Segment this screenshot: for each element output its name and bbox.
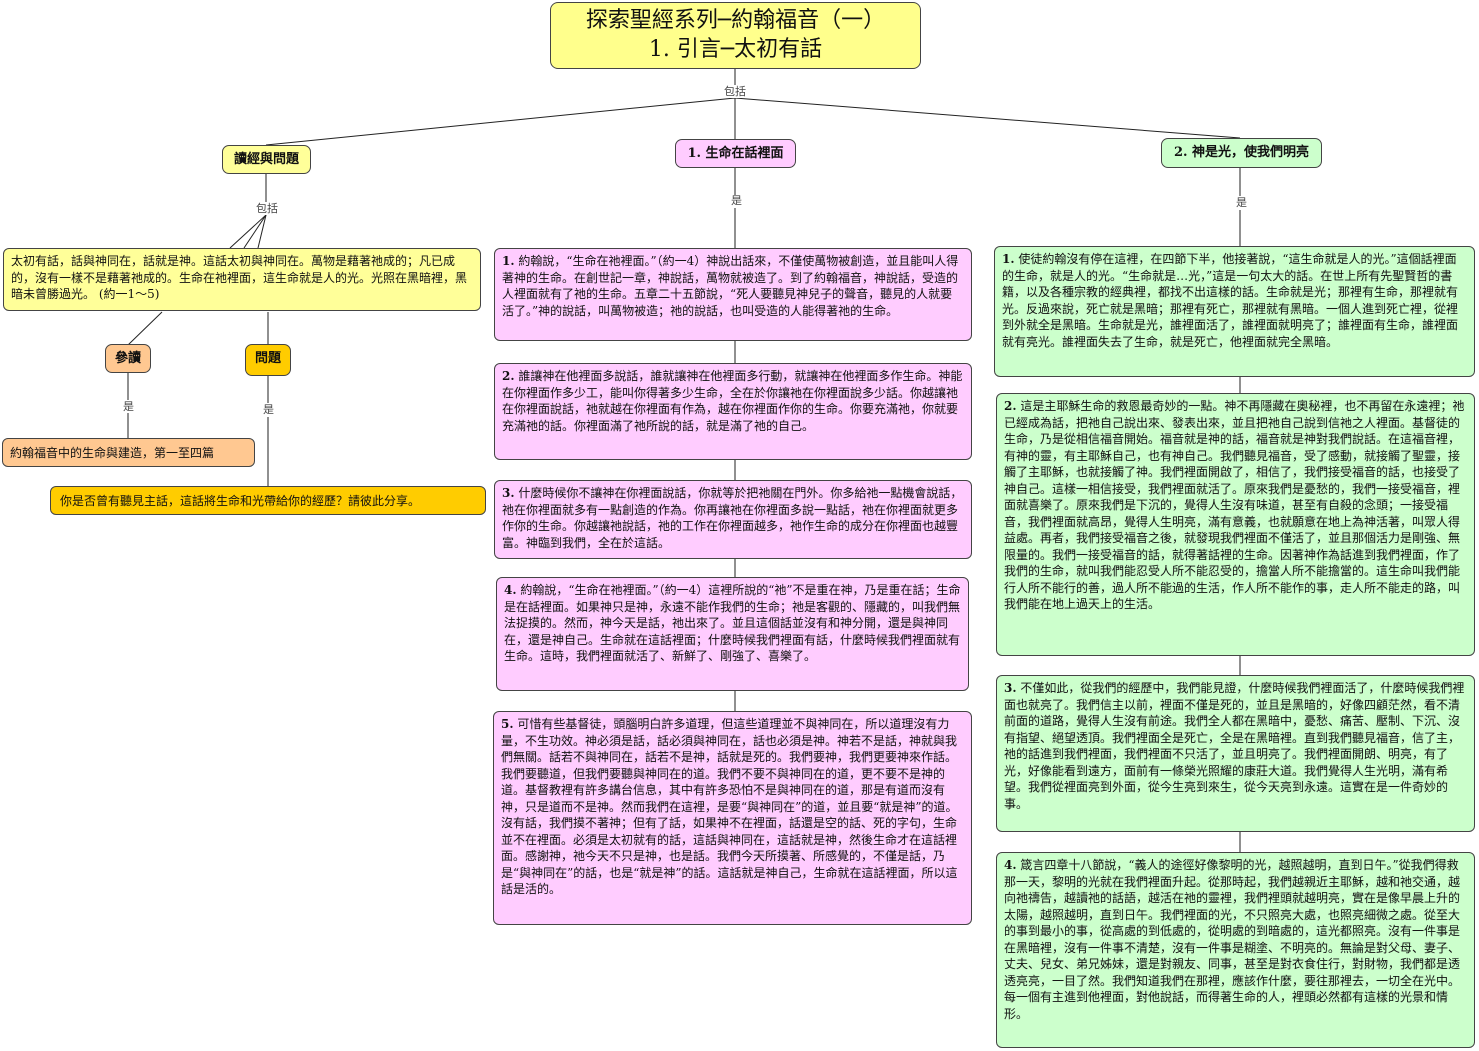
wenti-question-text: 你是否曾有聽見主話，這話將生命和光帶給你的經歷？請彼此分享。	[60, 494, 421, 508]
cansan-node[interactable]: 參讀	[105, 344, 151, 373]
middle-item-5[interactable]: 5. 可惜有些基督徒，頭腦明白許多道理，但這些道理並不與神同在，所以道理沒有力量…	[493, 711, 972, 925]
root-title[interactable]: 探索聖經系列─約翰福音（一） 1. 引言─太初有話	[550, 2, 921, 69]
right-item-1-text: 使徒約翰沒有停在這裡，在四節下半，他接著說，“這生命就是人的光。”這個話裡面的生…	[1002, 252, 1459, 349]
right-item-1-num: 1.	[1002, 252, 1015, 266]
middle-item-4[interactable]: 4. 約翰說，“生命在祂裡面。”（約一4）這裡所說的“祂”不是重在神，乃是重在話…	[496, 577, 969, 691]
cansan-label: 參讀	[114, 351, 141, 366]
middle-item-5-text: 可惜有些基督徒，頭腦明白許多道理，但這些道理並不與神同在，所以道理沒有力量，不生…	[501, 717, 958, 896]
topic-god-is-light-label: 2. 神是光，使我們明亮	[1173, 145, 1310, 160]
topic-life-in-word-label: 1. 生命在話裡面	[687, 146, 784, 161]
topic-life-in-word[interactable]: 1. 生命在話裡面	[675, 139, 796, 168]
link-label-right: 是	[1235, 196, 1248, 209]
title-line2: 1. 引言─太初有話	[648, 37, 823, 62]
right-item-3-num: 3.	[1004, 681, 1017, 695]
cansan-reference-text: 約翰福音中的生命與建造，第一至四篇	[10, 446, 215, 460]
middle-item-2[interactable]: 2. 誰讓神在他裡面多說話，誰就讓神在他裡面多行動，就讓神在他裡面多作生命。神能…	[494, 363, 972, 460]
link-label-middle: 是	[730, 194, 743, 207]
middle-item-4-text: 約翰說，“生命在祂裡面。”（約一4）這裡所說的“祂”不是重在神，乃是重在話；生命…	[504, 583, 961, 663]
middle-item-1[interactable]: 1. 約翰說，“生命在祂裡面。”（約一4）神說出話來，不僅使萬物被創造，並且能叫…	[494, 248, 972, 341]
middle-item-4-num: 4.	[504, 583, 517, 597]
scripture-node[interactable]: 太初有話，話與神同在，話就是神。這話太初與神同在。萬物是藉著祂成的；凡已成的，沒…	[3, 248, 481, 311]
right-item-2[interactable]: 2. 這是主耶穌生命的救恩最奇妙的一點。神不再隱藏在奧秘裡，也不再留在永遠裡；祂…	[996, 393, 1475, 656]
middle-item-5-num: 5.	[501, 717, 514, 731]
middle-item-2-num: 2.	[502, 369, 515, 383]
topic-god-is-light[interactable]: 2. 神是光，使我們明亮	[1161, 138, 1322, 168]
title-line1: 探索聖經系列─約翰福音（一）	[585, 8, 886, 33]
right-item-2-num: 2.	[1004, 399, 1017, 413]
middle-item-3-num: 3.	[502, 486, 515, 500]
right-item-4-num: 4.	[1004, 858, 1017, 872]
right-item-1[interactable]: 1. 使徒約翰沒有停在這裡，在四節下半，他接著說，“這生命就是人的光。”這個話裡…	[994, 246, 1475, 377]
link-label-left: 包括	[255, 202, 279, 215]
middle-item-2-text: 誰讓神在他裡面多說話，誰就讓神在他裡面多行動，就讓神在他裡面多作生命。神能在你裡…	[502, 369, 963, 433]
right-item-4-text: 箴言四章十八節說，“義人的途徑好像黎明的光，越照越明，直到日午。”從我們得救那一…	[1004, 858, 1461, 1021]
middle-item-3[interactable]: 3. 什麼時候你不讓神在你裡面說話，你就等於把祂關在門外。你多給祂一點機會說話，…	[494, 480, 972, 559]
wenti-label: 問題	[254, 351, 281, 366]
cansan-reference[interactable]: 約翰福音中的生命與建造，第一至四篇	[2, 438, 255, 467]
right-item-2-text: 這是主耶穌生命的救恩最奇妙的一點。神不再隱藏在奧秘裡，也不再留在永遠裡；祂已經成…	[1004, 399, 1465, 611]
link-label-wenti: 是	[262, 403, 275, 416]
middle-item-3-text: 什麼時候你不讓神在你裡面說話，你就等於把祂關在門外。你多給祂一點機會說話，祂在你…	[502, 486, 963, 550]
scripture-text: 太初有話，話與神同在，話就是神。這話太初與神同在。萬物是藉著祂成的；凡已成的，沒…	[11, 254, 468, 301]
link-label-root: 包括	[723, 85, 747, 98]
right-item-3[interactable]: 3. 不僅如此，從我們的經歷中，我們能見證，什麼時候我們裡面活了，什麼時候我們裡…	[996, 675, 1475, 832]
topic-reading-questions[interactable]: 讀經與問題	[222, 145, 311, 174]
middle-item-1-text: 約翰說，“生命在祂裡面。”（約一4）神說出話來，不僅使萬物被創造，並且能叫人得著…	[502, 254, 959, 318]
wenti-node[interactable]: 問題	[245, 344, 291, 376]
right-item-4[interactable]: 4. 箴言四章十八節說，“義人的途徑好像黎明的光，越照越明，直到日午。”從我們得…	[996, 852, 1475, 1048]
topic-reading-questions-label: 讀經與問題	[233, 152, 299, 167]
right-item-3-text: 不僅如此，從我們的經歷中，我們能見證，什麼時候我們裡面活了，什麼時候我們裡面也就…	[1004, 681, 1465, 811]
middle-item-1-num: 1.	[502, 254, 515, 268]
link-label-cansan: 是	[122, 400, 135, 413]
wenti-question[interactable]: 你是否曾有聽見主話，這話將生命和光帶給你的經歷？請彼此分享。	[50, 486, 486, 515]
